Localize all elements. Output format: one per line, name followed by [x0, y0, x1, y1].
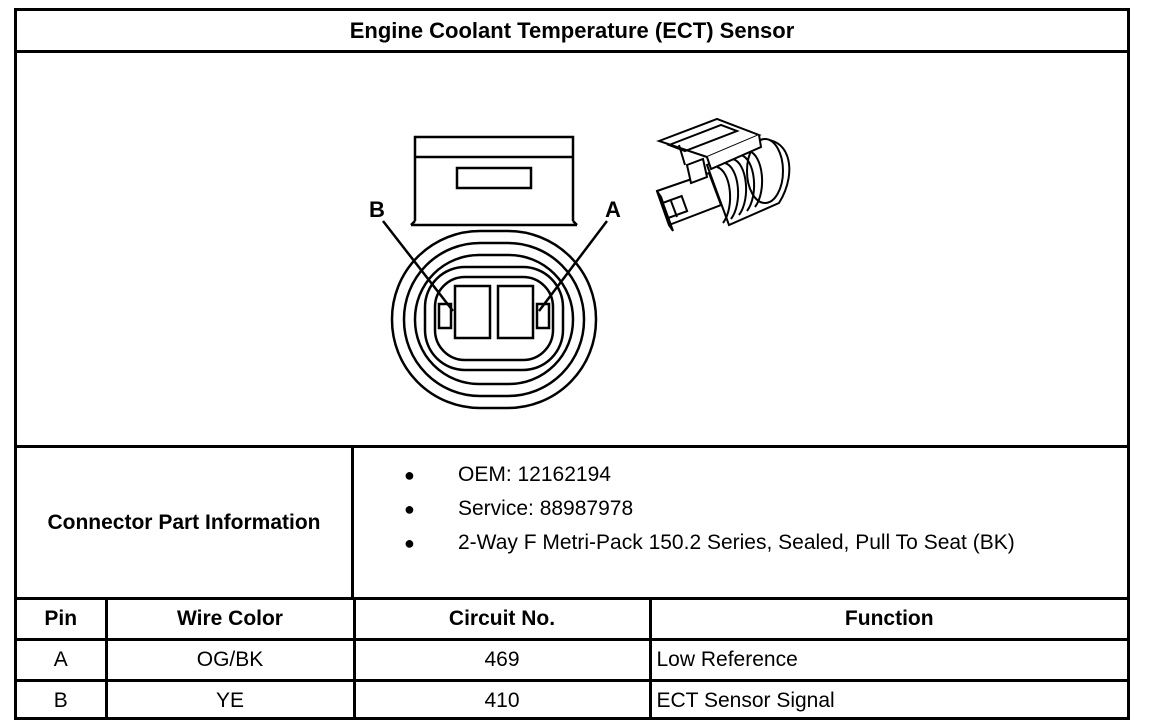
connector-sheet: Engine Coolant Temperature (ECT) Sensor — [14, 8, 1130, 720]
bullet-icon: ● — [404, 532, 415, 553]
cell-wire-color: YE — [104, 679, 356, 720]
info-item-text: 2-Way F Metri-Pack 150.2 Series, Sealed,… — [458, 531, 1015, 554]
pin-table: Pin Wire Color Circuit No. Function A OG… — [17, 600, 1127, 720]
connector-info-list: ● OEM: 12162194 ● Service: 88987978 ● 2-… — [354, 448, 1127, 597]
info-item-oem: ● OEM: 12162194 — [354, 458, 1127, 492]
cell-pin: A — [17, 638, 108, 682]
cell-pin: B — [17, 679, 108, 720]
bullet-icon: ● — [404, 464, 415, 485]
table-row: B YE 410 ECT Sensor Signal — [17, 679, 1127, 720]
connector-info-label: Connector Part Information — [17, 448, 354, 597]
header-function: Function — [648, 600, 1127, 641]
cell-circuit-no: 410 — [352, 679, 652, 720]
pin-label-b: B — [369, 197, 385, 222]
header-pin: Pin — [17, 600, 108, 641]
info-item-text: OEM: 12162194 — [458, 463, 611, 486]
connector-iso-view — [655, 117, 791, 232]
cell-function: Low Reference — [648, 638, 1127, 682]
info-item-text: Service: 88987978 — [458, 497, 634, 520]
header-wire-color: Wire Color — [104, 600, 356, 641]
header-circuit-no: Circuit No. — [352, 600, 652, 641]
sheet-title: Engine Coolant Temperature (ECT) Sensor — [17, 11, 1127, 53]
connector-part-info: Connector Part Information ● OEM: 121621… — [17, 448, 1127, 600]
pin-label-a: A — [605, 197, 621, 222]
info-item-description: ● 2-Way F Metri-Pack 150.2 Series, Seale… — [354, 526, 1127, 560]
bullet-icon: ● — [404, 498, 415, 519]
cell-wire-color: OG/BK — [104, 638, 356, 682]
connector-diagram: B A — [17, 53, 1127, 448]
table-row: A OG/BK 469 Low Reference — [17, 638, 1127, 682]
info-item-service: ● Service: 88987978 — [354, 492, 1127, 526]
cell-function: ECT Sensor Signal — [648, 679, 1127, 720]
table-header-row: Pin Wire Color Circuit No. Function — [17, 600, 1127, 641]
connector-illustration: B A — [369, 117, 791, 410]
cell-circuit-no: 469 — [352, 638, 652, 682]
connector-front-view — [382, 135, 608, 410]
